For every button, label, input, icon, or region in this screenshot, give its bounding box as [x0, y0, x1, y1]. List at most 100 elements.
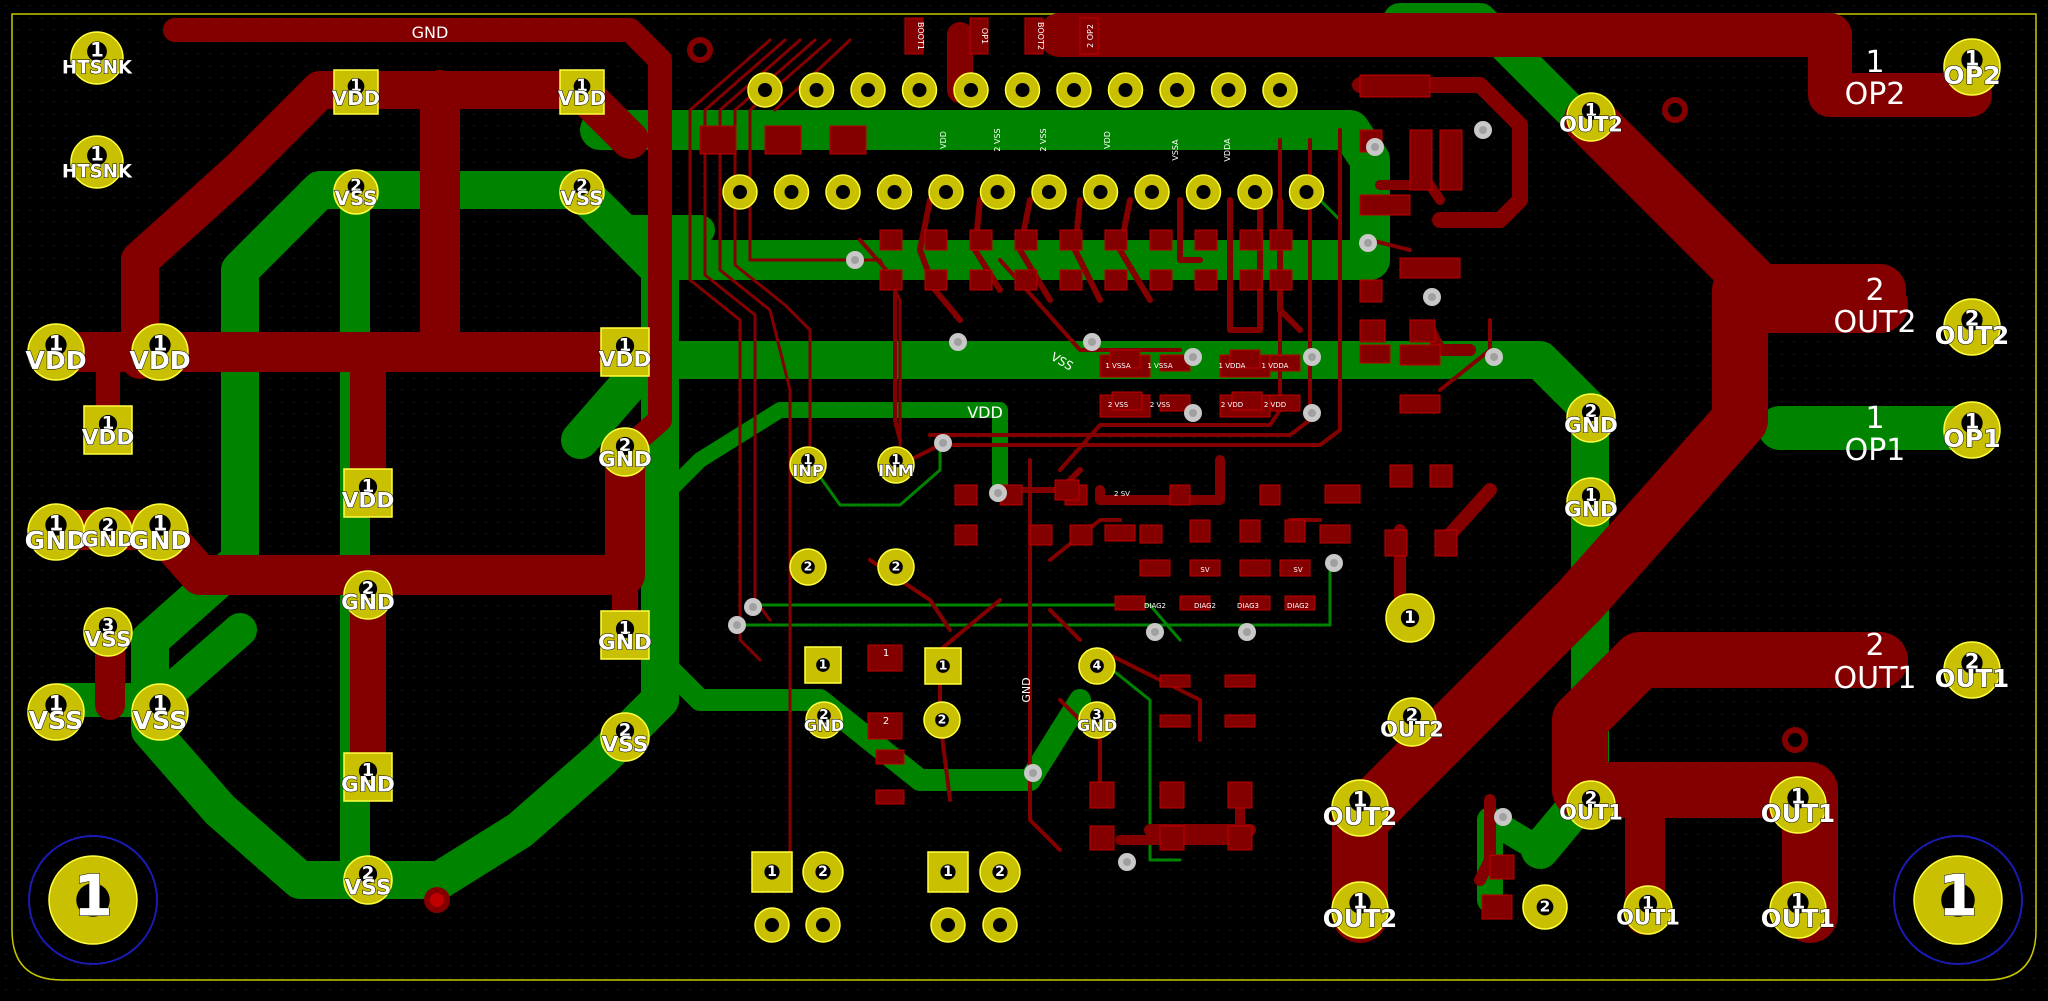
smd-pad: [1159, 714, 1191, 728]
pad-number: 1: [153, 692, 168, 716]
smd-pad: [1489, 854, 1515, 880]
pad-misc-4: 2: [923, 701, 961, 739]
drill-hole: [615, 619, 635, 639]
pad-net-name: VSS: [133, 706, 188, 735]
pad-net-name: VDD: [599, 347, 652, 372]
smd-pad: [1259, 484, 1281, 506]
smd-pad: [1024, 17, 1044, 55]
smd-pad: [764, 125, 802, 155]
smd-label-r1: 1 VSSA: [1105, 362, 1130, 370]
pad-net-name: HTSNK: [62, 58, 133, 79]
pad-net-name: OUT2: [1323, 802, 1397, 831]
pad-net-name: GND: [129, 526, 192, 555]
pad-misc-1: 1: [1385, 593, 1435, 643]
pad-number: 1: [153, 512, 168, 536]
smd-pad: [1284, 595, 1316, 611]
smd-pad: [1114, 595, 1146, 611]
drill-hole: [615, 721, 635, 741]
smd-pad: [1079, 17, 1099, 55]
pad-number: 1: [90, 39, 104, 62]
smd-pad: [969, 229, 993, 251]
drill-hole: [347, 78, 365, 95]
smd-pad: [1399, 257, 1461, 279]
drill-hole: [1118, 83, 1133, 97]
smd-pad: [1359, 279, 1383, 303]
pad-net-name: GND: [1564, 413, 1618, 438]
pad-number: 2: [576, 176, 587, 195]
smd-pad: [1359, 194, 1411, 216]
red-signal-14: [1048, 608, 1082, 642]
pad-misc-9: 2: [979, 851, 1021, 893]
pad-number: 1: [619, 618, 632, 639]
drill-hole: [1090, 659, 1104, 673]
pad-net-name: OUT1: [1935, 664, 2009, 693]
pad-net-name: OUT2: [1323, 904, 1397, 933]
pad-number: 1: [891, 452, 900, 468]
smd-pad: [1224, 674, 1256, 688]
smd-pad: [1224, 714, 1256, 728]
drill-hole: [941, 918, 955, 932]
smd-pad: [904, 17, 924, 55]
hdr-red-k: [858, 238, 902, 442]
pad-number: 1: [803, 452, 812, 468]
drill-hole: [347, 178, 365, 195]
pad-number: 2: [819, 707, 828, 723]
pad-number: 1: [1585, 100, 1598, 121]
smd-label-r3: 1 VDDA: [1219, 362, 1246, 370]
drill-hole: [940, 864, 956, 880]
red-signal-11: [1048, 518, 1122, 562]
smd-label-diag1: DIAG2: [1144, 602, 1166, 610]
smd-pad: [879, 269, 903, 291]
pad-number: 2: [1965, 650, 1980, 674]
smd-pad: [1239, 595, 1271, 611]
pad-net-name: VSS: [29, 706, 84, 735]
via-hole: [1029, 769, 1037, 777]
pad-number: 2: [1585, 401, 1598, 422]
via-hole: [851, 256, 859, 264]
drill-hole: [992, 864, 1008, 880]
drill-hole: [358, 761, 378, 781]
pad-number: 1: [1353, 788, 1368, 812]
ic-label-vdd2: VDD: [1103, 131, 1112, 149]
drill-hole: [912, 83, 927, 97]
pad-number: 1: [1642, 893, 1655, 914]
drill-hole: [836, 185, 850, 199]
drill-hole: [1961, 49, 1983, 71]
pad-net-name: INP: [792, 461, 824, 480]
smd-pad: [1111, 391, 1143, 411]
smd-pad: [1269, 229, 1293, 251]
via-hole: [1308, 353, 1316, 361]
pad-number: 1: [1404, 607, 1416, 627]
pad-misc-3: 2: [877, 548, 915, 586]
pad-net-name: OUT2: [1559, 112, 1623, 136]
drill-hole: [76, 883, 110, 917]
drill-hole: [765, 918, 779, 932]
ic-label-vss2: 2 VSS: [1039, 128, 1048, 151]
smd-pad: [1399, 344, 1441, 366]
out1-connector-name: OUT1: [1834, 661, 1917, 696]
smd-pad: [1409, 129, 1433, 191]
smd-label-sv1: 2 SV: [1114, 490, 1130, 498]
pad-number: 1: [362, 760, 375, 781]
pad-net-name: GND: [598, 630, 652, 655]
smd-pad: [1269, 354, 1301, 372]
red-signal-4: [733, 38, 817, 462]
header-red-right: [1352, 77, 1528, 228]
pad-misc-2: 2: [789, 548, 827, 586]
drill-hole: [358, 579, 378, 599]
drill-hole: [1961, 652, 1983, 674]
drill-hole: [1015, 83, 1030, 97]
drill-hole: [993, 918, 1007, 932]
smd-label-r6: 2 VSS: [1150, 401, 1171, 409]
pad-number: 2: [619, 720, 632, 741]
smd-pad: [1159, 781, 1185, 809]
smd-pad: [1059, 229, 1083, 251]
red-signal-9: [1058, 138, 1282, 472]
via-hole: [1189, 409, 1197, 417]
